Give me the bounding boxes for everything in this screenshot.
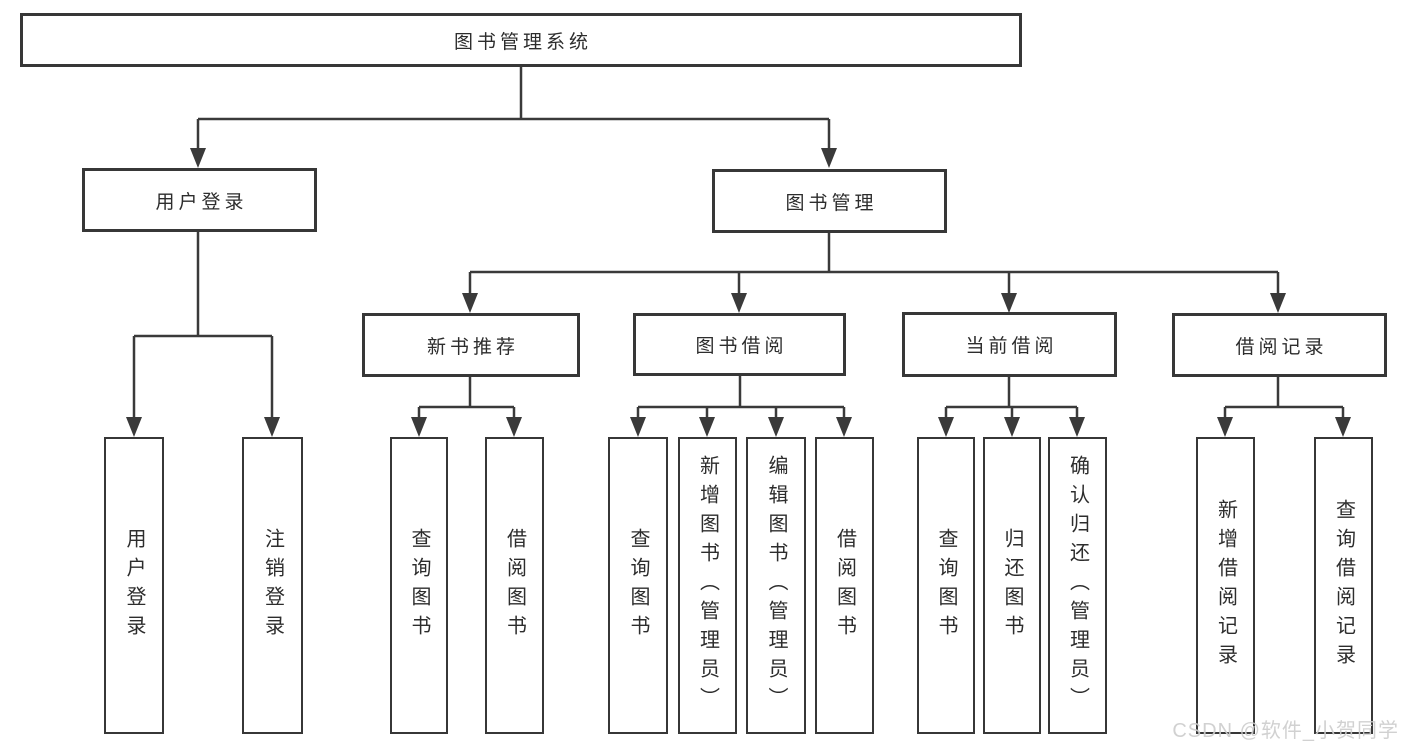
- node-label: 借阅记录: [1235, 336, 1328, 358]
- node-label: 借阅图书: [503, 527, 526, 644]
- leaf-logout: 注销登录: [242, 437, 303, 734]
- node-label: 确认归还（管理员）: [1066, 455, 1089, 716]
- leaf-query-borrow-record: 查询借阅记录: [1314, 437, 1373, 734]
- leaf-add-borrow-record: 新增借阅记录: [1196, 437, 1255, 734]
- leaf-user-login: 用户登录: [104, 437, 164, 734]
- leaf-edit-book-admin: 编辑图书（管理员）: [746, 437, 806, 734]
- node-current-borrow: 当前借阅: [902, 312, 1117, 377]
- node-label: 用户登录: [123, 527, 145, 644]
- leaf-borrow-books: 借阅图书: [815, 437, 874, 734]
- leaf-add-book-admin: 新增图书（管理员）: [678, 437, 737, 734]
- leaf-return-books: 归还图书: [983, 437, 1041, 734]
- node-label: 用户登录: [155, 191, 248, 213]
- leaf-confirm-return-admin: 确认归还（管理员）: [1048, 437, 1107, 734]
- node-label: 图书管理系统: [453, 31, 592, 53]
- node-label: 图书借阅: [695, 336, 788, 357]
- connector-path: [132, 67, 1345, 419]
- node-label: 查询图书: [627, 527, 649, 644]
- node-label: 查询图书: [935, 527, 957, 644]
- node-label: 图书管理: [785, 192, 878, 214]
- node-label: 新增图书（管理员）: [696, 455, 719, 716]
- node-label: 归还图书: [1001, 527, 1023, 644]
- node-label: 编辑图书（管理员）: [765, 455, 787, 716]
- node-user-login: 用户登录: [82, 168, 317, 232]
- node-new-book-recommend: 新书推荐: [362, 313, 580, 377]
- node-label: 查询借阅记录: [1332, 498, 1355, 673]
- node-label: 新增借阅记录: [1214, 498, 1237, 673]
- node-book-management: 图书管理: [712, 169, 947, 233]
- node-borrow-records: 借阅记录: [1172, 313, 1387, 377]
- node-library-system: 图书管理系统: [20, 13, 1022, 67]
- node-label: 查询图书: [408, 527, 430, 644]
- leaf-query-books-current: 查询图书: [917, 437, 975, 734]
- node-label: 当前借阅: [965, 336, 1058, 357]
- leaf-borrow-books-recommend: 借阅图书: [485, 437, 544, 734]
- leaf-query-books-recommend: 查询图书: [390, 437, 448, 734]
- csdn-watermark: CSDN @软件_小贺同学: [1172, 720, 1399, 742]
- leaf-query-books-borrow: 查询图书: [608, 437, 668, 734]
- node-label: 新书推荐: [426, 336, 519, 358]
- arrowhead-icons: [126, 148, 1351, 437]
- node-label: 借阅图书: [833, 527, 856, 644]
- node-label: 注销登录: [261, 527, 284, 644]
- node-book-borrow: 图书借阅: [633, 313, 846, 376]
